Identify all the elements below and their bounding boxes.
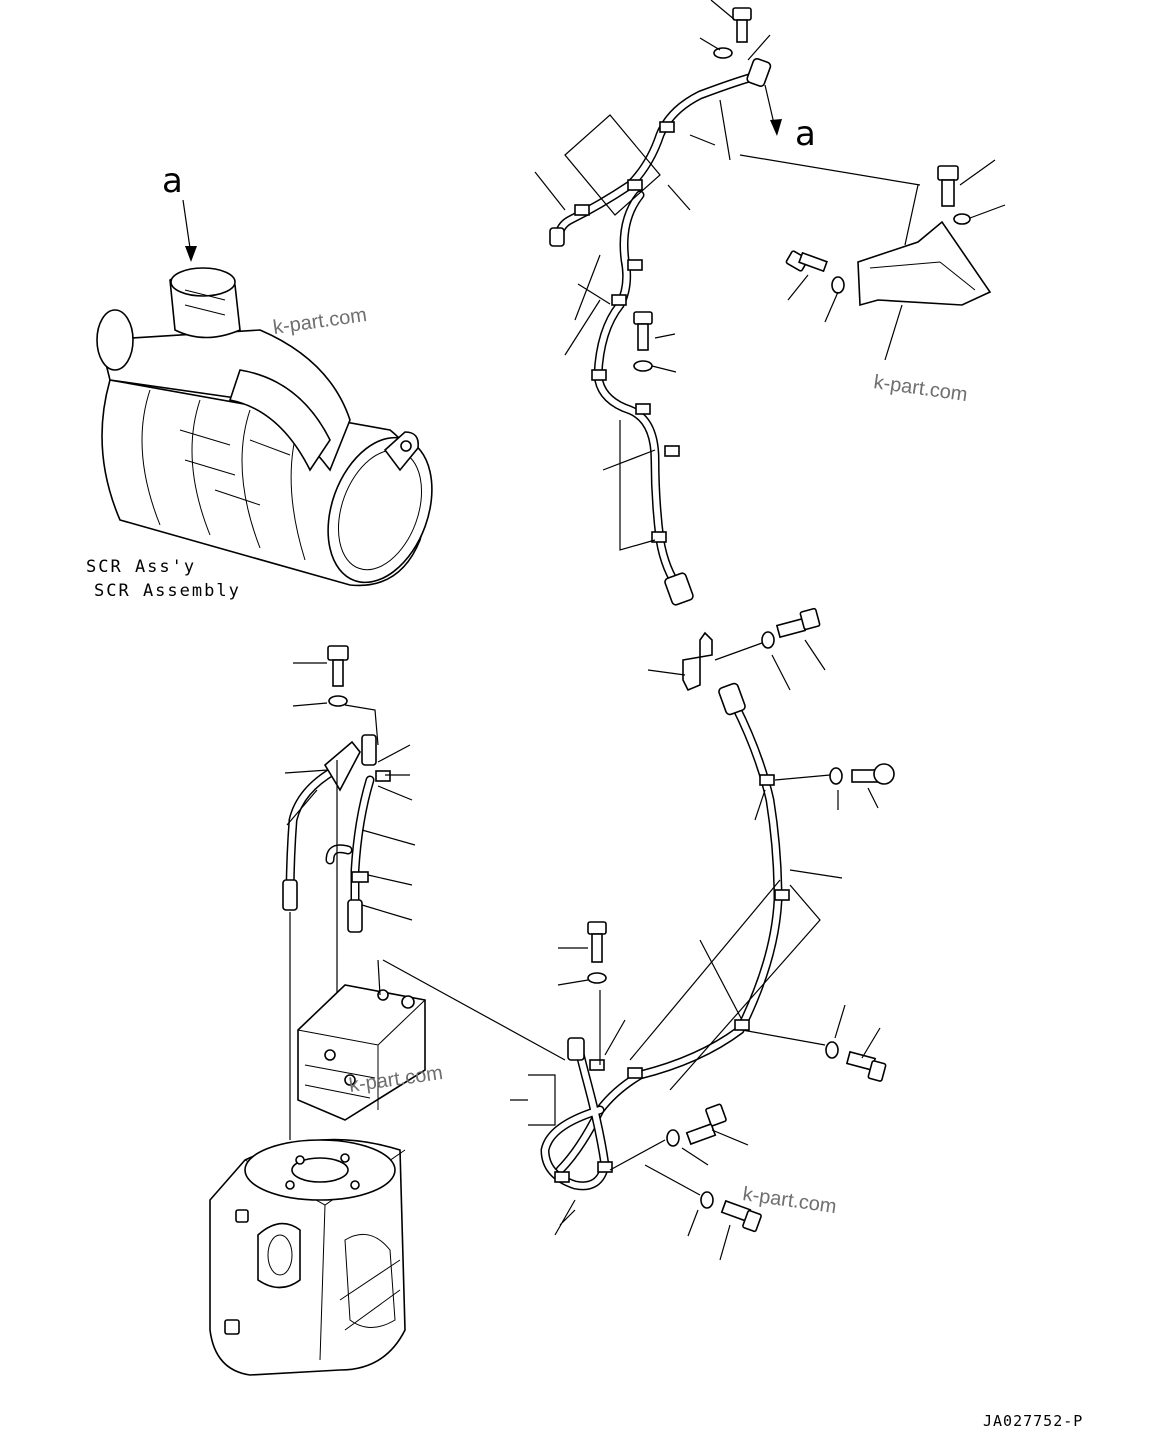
view-arrow-left: a xyxy=(162,161,197,262)
view-marker-right: a xyxy=(795,114,816,154)
valve-block xyxy=(297,959,566,1121)
scr-assembly xyxy=(96,267,433,587)
upper-harness xyxy=(534,34,921,606)
pump-housing xyxy=(209,1138,406,1376)
view-marker-left: a xyxy=(162,161,183,201)
bolt-center-upper xyxy=(633,311,677,373)
assembly-label-line2: SCR Assembly xyxy=(94,581,241,601)
lower-harness xyxy=(510,607,895,1261)
left-harness xyxy=(282,645,416,1140)
watermark-2: k-part.com xyxy=(872,371,969,406)
bracket-right xyxy=(785,159,1006,361)
assembly-label-line1: SCR Ass'y xyxy=(86,557,196,577)
view-arrow-right: a xyxy=(764,84,816,154)
bolt-top xyxy=(699,0,752,59)
watermark-1: k-part.com xyxy=(272,304,369,339)
drawing-code: JA027752-P xyxy=(983,1412,1083,1430)
